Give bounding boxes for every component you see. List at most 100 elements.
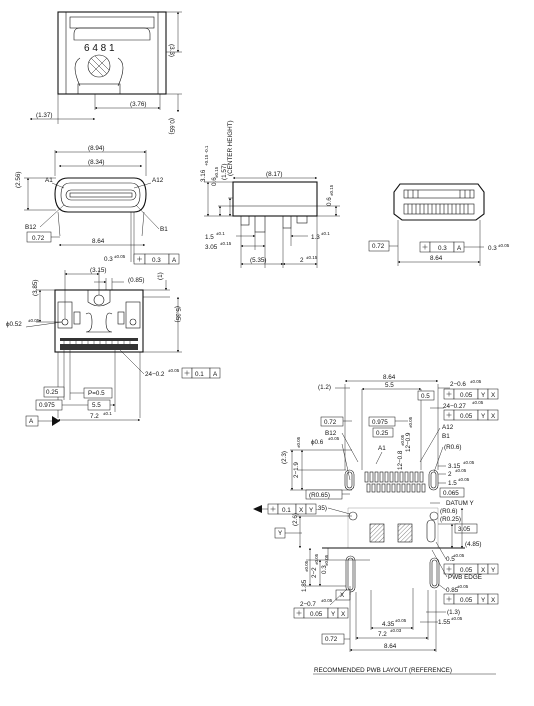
- pwb-fc1-y: Y: [481, 392, 486, 399]
- pwb-fc6-y: Y: [331, 611, 336, 618]
- top-view-dim-w376: (3.76): [130, 101, 146, 108]
- pwb-dim-d219-tol: ±0.05: [296, 436, 301, 448]
- front-view-dim-t03: 0.3: [104, 256, 113, 263]
- top-view-upper-window: [69, 16, 155, 29]
- front-view-dim-t03-tol: ±0.05: [114, 254, 126, 259]
- side-view-dim-d305-tol: ±0.15: [220, 241, 232, 246]
- pwb-fc5-y: Y: [481, 597, 486, 604]
- pwb-slot-left: [344, 469, 355, 491]
- pwb-dim-d15-tol: ±0.05: [458, 477, 470, 482]
- pwb-dim-d1209: 12−0.9: [405, 432, 412, 452]
- pwb-dim-dia06: ϕ0.6: [311, 439, 324, 446]
- pwb-fc4-value: 0.05: [460, 567, 473, 574]
- bottom-view-dim-dia: ϕ0.52: [6, 321, 22, 328]
- pwb-fc2-value: 0.05: [460, 413, 473, 420]
- side-view-dim-d2-tol: ±0.15: [306, 255, 318, 260]
- front-view-fc-datum: A: [172, 257, 177, 264]
- top-view-dim-h065: (0.65): [168, 118, 175, 134]
- bottom-view-dim-w085: (0.85): [128, 277, 144, 284]
- front-view-label-a1: A1: [45, 177, 53, 184]
- pwb-hole-right: [429, 511, 439, 521]
- side-view-dim-d305: 3.05: [205, 244, 218, 251]
- pwb-datum-x-triangle: [253, 505, 262, 513]
- pwb-dim-r035: (R0.35): [306, 505, 327, 512]
- pwb-dim-d05b-tol: ±0.05: [453, 553, 465, 558]
- rear-view: 8.64 0.72 0.3 A 0.3 ±0.05: [368, 183, 510, 266]
- top-view-dim-h33: (3.3): [168, 44, 175, 57]
- pwb-fc4-y: Y: [491, 567, 496, 574]
- pwb-dim-d26v: (2.6): [292, 513, 299, 526]
- pwb-fc1-value: 0.05: [460, 392, 473, 399]
- pwb-dim-d485: (4.85): [465, 541, 481, 548]
- pwb-dim-d72: 7.2: [378, 631, 387, 638]
- pwb-rear-slot-left: [345, 555, 356, 593]
- pwb-dim-b072: 0.72: [325, 636, 338, 643]
- pwb-dim-pins-tol: ±0.05: [472, 400, 484, 405]
- front-view-dim-w834: (8.34): [88, 159, 104, 166]
- rear-view-fc-datum: A: [457, 245, 462, 252]
- pwb-fc3-x: X: [299, 507, 304, 514]
- pwb-dim-d435-tol: ±0.05: [395, 618, 407, 623]
- pwb-dim-r065: (R0.65): [309, 492, 330, 499]
- top-view-dim-w137: (1.37): [36, 112, 52, 119]
- pwb-dim-d305: 3.05: [458, 526, 471, 533]
- pwb-dim-d26: 2−0.6: [450, 381, 466, 388]
- bottom-view-dim-d72-tol: ±0.1: [103, 411, 112, 416]
- bottom-view-dim-h535: (5.35): [174, 306, 181, 322]
- side-view-dim-d2: 2: [300, 257, 304, 264]
- bottom-view-dim-h385: (3.85): [32, 280, 39, 296]
- pwb-dim-d05: 0.5: [421, 393, 430, 400]
- pwb-dim-d15: 1.5: [448, 480, 457, 487]
- pwb-dim-d207: 2−0.7: [300, 601, 316, 608]
- pwb-layout-title: RECOMMENDED PWB LAYOUT (REFERENCE): [314, 667, 452, 674]
- bottom-view-dim-dia-tol: ±0.05: [28, 318, 40, 323]
- bottom-view-dim-d55: 5.5: [92, 402, 101, 409]
- bottom-view-dim-d72: 7.2: [90, 413, 99, 420]
- pwb-dim-d185-tol: ±0.05: [304, 560, 309, 572]
- pwb-layout: 8.64 5.5 (1.2) 2−0.6 ±0.05 0.05 Y X 0.5 …: [253, 374, 499, 675]
- front-view-dim-w894: (8.94): [88, 145, 104, 152]
- pwb-label-a12: A12: [442, 424, 454, 431]
- pwb-dim-t864: 8.64: [383, 374, 396, 381]
- bottom-view: (3.85) (3.15) (0.85) (1) (5.35) ϕ0.52 ±0…: [6, 267, 221, 427]
- pwb-datum-x: X: [340, 592, 345, 599]
- pwb-dim-r025: (R0.25): [440, 516, 461, 523]
- pwb-label-b1: B1: [442, 433, 450, 440]
- side-view-dim-d535: (5.35): [250, 257, 266, 264]
- bottom-view-post-left: [61, 318, 69, 326]
- pwb-fc5-value: 0.05: [460, 597, 473, 604]
- pwb-dim-d085-tol: ±0.05: [457, 584, 469, 589]
- rear-view-dim-w072: 0.72: [372, 243, 385, 250]
- pwb-dim-d22: 2−2: [311, 567, 318, 578]
- pwb-dim-d1208: 12−0.8: [397, 450, 404, 470]
- pwb-datum-y: Y: [278, 530, 283, 537]
- pwb-fc3-y: Y: [309, 507, 314, 514]
- pwb-dim-d23: (2.3): [281, 451, 288, 464]
- bottom-view-pin-row: [60, 338, 138, 350]
- side-view-dim-h06r-tol: ±0.15: [329, 184, 334, 196]
- rear-view-dim-w864: 8.64: [430, 255, 443, 262]
- bottom-view-dim-w315: (3.15): [90, 267, 106, 274]
- top-view-boss-circle: [87, 54, 111, 78]
- rear-view-dim-d03: 0.3: [488, 245, 497, 252]
- side-view-dim-h06-tol: ±0.15: [214, 166, 219, 178]
- pwb-dim-d1209-tol: ±0.05: [408, 416, 413, 428]
- bottom-view-dim-pitch: P=0.5: [88, 390, 105, 397]
- pwb-dim-t12: (1.2): [318, 384, 331, 391]
- pwb-dim-d155: 1.55: [438, 619, 451, 626]
- side-view-center-height: (CENTER HEIGHT): [227, 120, 234, 176]
- pwb-shell-pad-right: [397, 523, 413, 543]
- pwb-dim-d13: (1.3): [447, 609, 460, 616]
- side-view-dim-w817: (8.17): [266, 171, 282, 178]
- front-view-label-b12: B12: [25, 224, 37, 231]
- pwb-fc3-value: 0.1: [282, 507, 291, 514]
- pwb-fc2-x: X: [491, 413, 496, 420]
- pwb-dim-d185: 1.85: [301, 579, 308, 592]
- pwb-pad-row: [364, 471, 426, 493]
- pwb-shell-pad-left: [369, 523, 385, 543]
- pwb-dim-d155-tol: ±0.05: [451, 616, 463, 621]
- pwb-dim-d085: 0.85: [446, 587, 459, 594]
- top-view-marking: 6 4 8 1: [84, 43, 115, 54]
- pwb-datum-y-label: DATUM Y: [446, 500, 475, 507]
- bottom-view-dim-pins-tol: ±0.05: [168, 368, 180, 373]
